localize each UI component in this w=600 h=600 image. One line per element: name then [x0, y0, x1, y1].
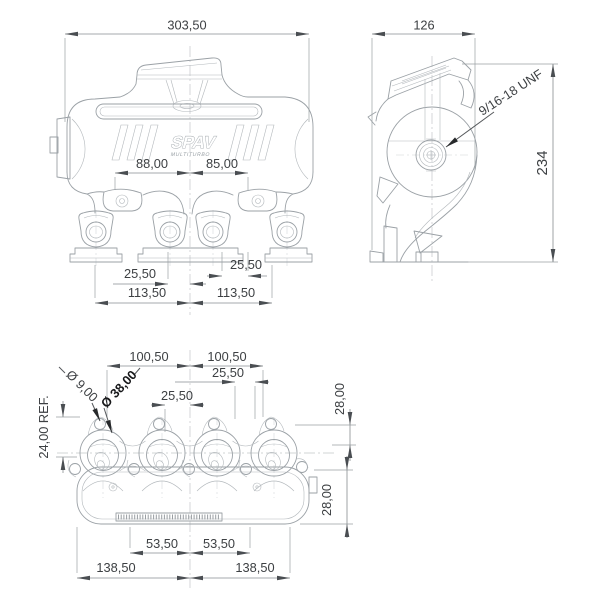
dim-top-offset-lower: 25,50 [151, 388, 204, 432]
dim-top-span-left-label: 100,50 [129, 349, 168, 364]
dim-front-flange-right-label: 113,50 [217, 285, 255, 300]
dim-top-overall-right-label: 138,50 [235, 560, 274, 575]
dim-front-offset-left-label: 25,50 [124, 266, 156, 281]
dim-top-overall-left: 138,50 [76, 527, 190, 581]
dim-top-overall-left-label: 138,50 [96, 560, 135, 575]
callout-hole-diameter-label: Ø 9,00 [63, 367, 101, 405]
dim-side-width-label: 126 [413, 18, 434, 33]
dim-front-offset-left: 25,50 [113, 252, 206, 287]
bolt-ear-left [102, 188, 143, 212]
centerlines [57, 46, 470, 588]
dim-front-port-right: 85,00 [190, 156, 249, 190]
dim-top-edge-bottom-label: 28,00 [319, 484, 334, 516]
dim-top-offset-lower-label: 25,50 [161, 388, 193, 403]
brand-subtitle: MULTITURBO [170, 152, 211, 158]
dim-front-flange-right: 113,50 [190, 265, 273, 306]
dim-front-flange-left-label: 113,50 [128, 285, 166, 300]
dim-top-inner-left-label: 53,50 [146, 536, 178, 551]
dim-top-reference: 24,00 REF. [36, 395, 80, 473]
dim-front-port-left-label: 88,00 [136, 156, 168, 171]
top-view-part [67, 416, 318, 525]
callout-thread-label: 9/16-18 UNF [476, 66, 546, 119]
dim-top-inner-right-label: 53,50 [203, 536, 235, 551]
dim-top-span-right-label: 100,50 [207, 349, 246, 364]
dim-side-height: 234 [462, 63, 558, 263]
dim-top-inner-left: 53,50 [129, 527, 190, 556]
dim-side-width: 126 [371, 18, 476, 250]
dim-top-offset-upper: 25,50 [175, 365, 269, 419]
brand-name: SPAV [169, 132, 218, 152]
dim-front-port-left: 88,00 [114, 156, 190, 190]
dim-top-edge-top: 28,00 [295, 383, 356, 461]
dim-top-reference-label: 24,00 REF. [36, 395, 51, 458]
bolt-ear-right [237, 188, 278, 212]
dim-top-inner-right: 53,50 [190, 527, 251, 556]
runners [78, 210, 305, 248]
dim-top-overall-right: 138,50 [190, 527, 291, 581]
dim-front-flange-left: 113,50 [94, 265, 190, 306]
hatch-stripes [111, 124, 275, 161]
dim-top-span-left: 100,50 [106, 349, 190, 417]
brand-logo: SPAV MULTITURBO [169, 132, 219, 158]
side-view-part [367, 57, 478, 263]
dim-top-edge-bottom: 28,00 [300, 456, 353, 538]
dim-front-port-right-label: 85,00 [206, 156, 238, 171]
dim-side-height-label: 234 [534, 150, 551, 175]
dim-front-overall-label: 303,50 [167, 18, 206, 33]
port-flanges [67, 416, 309, 478]
front-view-part: SPAV MULTITURBO [49, 57, 314, 263]
dim-top-offset-upper-label: 25,50 [212, 365, 244, 380]
callout-hole-diameter: Ø 9,00 [58, 366, 101, 422]
dim-top-edge-top-label: 28,00 [332, 383, 347, 415]
dim-front-offset-right-label: 25,50 [230, 257, 262, 272]
dim-front-overall: 303,50 [64, 18, 310, 122]
callout-port-diameter: Ø 38,00 [98, 367, 141, 434]
dim-front-offset-right: 25,50 [207, 252, 267, 279]
dim-top-span-right: 100,50 [190, 349, 264, 417]
base-plates [69, 247, 313, 263]
callout-port-diameter-label: Ø 38,00 [98, 367, 140, 411]
